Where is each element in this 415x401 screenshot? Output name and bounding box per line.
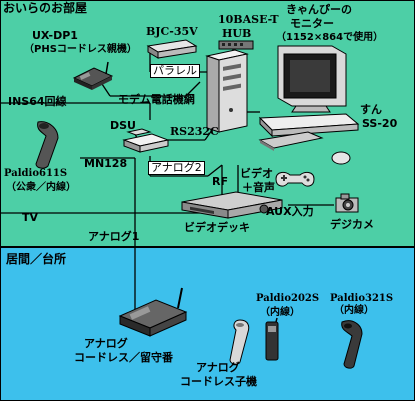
aux-label: AUX入力 (266, 205, 314, 218)
mn128-label: MN128 (84, 157, 128, 170)
analog2-label: アナログ2 (148, 161, 205, 175)
analog1-label: アナログ1 (88, 230, 140, 243)
uxdp1-desc: （PHSコードレス親機） (24, 44, 137, 55)
parallel-label: パラレル (150, 64, 200, 78)
analog2-cable (207, 164, 223, 177)
video-deck-label: ビデオデッキ (184, 221, 250, 234)
analog-cordless-base-icon (118, 287, 188, 337)
tv-label: TV (22, 211, 39, 224)
printer-label: BJC-35V (146, 25, 198, 38)
video-audio-label-line2: ＋音声 (242, 181, 275, 194)
camera-label: デジカメ (330, 218, 374, 231)
paldio611s-desc: （公衆／内線） (6, 182, 76, 193)
pc-tower-icon (205, 49, 249, 133)
ins64-label: INS64回線 (8, 95, 67, 108)
paldio321s-icon (341, 320, 363, 369)
paldio321s-name: Paldio321S (330, 293, 394, 304)
paldio611s-icon (35, 121, 59, 169)
digital-camera-icon (335, 193, 359, 213)
monitor-icon (258, 45, 360, 138)
monitor-label-line1: きゃんぴーの (286, 3, 352, 16)
analog-handset-label-line2: コードレス子機 (180, 375, 257, 388)
paldio202s-name: Paldio202S (256, 293, 320, 304)
paldio202s-icon (265, 317, 279, 361)
hub-label-line2: HUB (222, 27, 252, 40)
dsu-label: DSU (110, 119, 136, 132)
monitor-label-line2: モニター (290, 17, 334, 30)
monitor-label-line3: （1152×864で使用） (276, 32, 384, 43)
analog-cordless-label-line1: アナログ (84, 337, 128, 350)
analog-handset-label-line1: アナログ (196, 361, 240, 374)
paldio321s-desc: （内線） (334, 305, 374, 316)
uxdp1-base-icon (72, 61, 114, 90)
dsu-mn128-icon (122, 128, 170, 153)
video-audio-label-line1: ビデオ (240, 167, 273, 180)
printer-icon (146, 39, 198, 59)
gamepad-icon (275, 171, 315, 187)
analog-handset-icon (229, 319, 250, 365)
mouse-icon (331, 151, 351, 165)
uxdp1-name: UX-DP1 (32, 29, 78, 42)
paldio202s-desc: （内線） (260, 307, 300, 318)
rs232c-label: RS232C (170, 125, 219, 138)
rf-label: RF (212, 175, 228, 188)
pc-label-line2: SS-20 (362, 117, 398, 130)
keyboard-icon (258, 131, 324, 151)
video-deck-icon (181, 191, 283, 219)
hub-icon (218, 40, 254, 50)
paldio611s-name: Paldio611S (4, 168, 68, 179)
modem-line-label: モデム電話機網 (118, 93, 195, 106)
hub-label-line1: 10BASE-T (218, 13, 279, 26)
pc-label-line1: すん (360, 103, 382, 116)
upper-room-title: おいらのお部屋 (3, 1, 88, 15)
lower-room-title: 居間／台所 (6, 252, 67, 266)
analog-cordless-label-line2: コードレス／留守番 (74, 351, 173, 364)
